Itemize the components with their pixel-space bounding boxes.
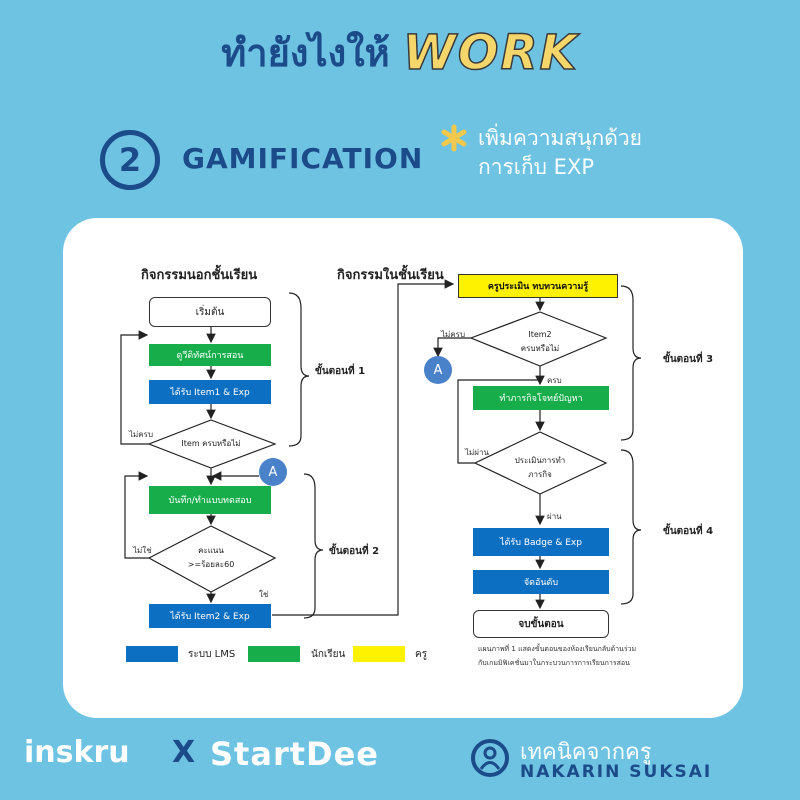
connector-a-right: A (424, 356, 452, 384)
page-title-accent: WORK (402, 24, 579, 82)
times-sign: X (172, 735, 196, 770)
ranking-node: จัดอันดับ (473, 570, 609, 594)
flowchart-connectors (120, 279, 642, 619)
legend-teacher-label: ครู (415, 649, 428, 660)
legend-lms-swatch (126, 646, 178, 662)
section-number-badge: 2 (100, 130, 160, 190)
asterisk-icon (441, 124, 467, 152)
left-heading: กิจกรรมนอกชั้นเรียน (141, 268, 258, 283)
get-badge-node: ได้รับ Badge & Exp (473, 528, 609, 556)
legend-lms-label: ระบบ LMS (188, 649, 236, 660)
fail-label-4: ไม่ผ่าน (465, 448, 489, 457)
not-complete-label-3: ไม่ครบ (441, 330, 466, 339)
legend-student-label: นักเรียน (311, 649, 346, 660)
creator-logo-icon (471, 739, 509, 777)
step1-label: ขั้นตอนที่ 1 (315, 366, 366, 377)
decision3-diamond (469, 311, 608, 367)
watch-video-node: ดูวีดิทัศน์การสอน (149, 344, 271, 366)
start-node: เริ่มต้น (149, 297, 271, 327)
teacher-review-node: ครูประเมิน ทบทวนความรู้ (458, 274, 618, 298)
inskru-logo: inskru (24, 735, 130, 770)
section-subtitle: เพิ่มความสนุกด้วย การเก็บ EXP (478, 126, 642, 179)
step2-label: ขั้นตอนที่ 2 (329, 546, 380, 557)
diagram-caption: แผนภาพที่ 1 แสดงขั้นตอนของห้องเรียนกลับด… (478, 645, 637, 667)
decision1-diamond (147, 419, 277, 469)
startdee-logo: StartDee (210, 735, 379, 773)
decision3-label: Item2 ครบหรือไม่ (520, 330, 560, 353)
yes-label-2: ใช่ (259, 590, 269, 599)
right-heading: กิจกรรมในชั้นเรียน (337, 268, 444, 283)
page-header: ทำยังไงให้ WORK (0, 22, 800, 83)
not-complete-label-1: ไม่ครบ (129, 430, 154, 439)
decision4-label: ประเมินการทำ ภารกิจ (514, 456, 566, 479)
page-title: ทำยังไงให้ (221, 31, 390, 75)
record-test-node: บันทึก/ทำแบบทดสอบ (149, 486, 271, 514)
decision1-label: Item ครบหรือไม่ (181, 439, 241, 448)
connector-a-left: A (259, 458, 287, 486)
end-node: จบขั้นตอน (473, 610, 609, 638)
complete-label-3: ครบ (547, 376, 562, 385)
legend-student-swatch (248, 646, 300, 662)
decision2-label: คะแนน >=ร้อยละ60 (187, 546, 235, 569)
pass-label-4: ผ่าน (547, 512, 562, 521)
creator-title: เทคนิคจากครู (520, 740, 652, 765)
step3-label: ขั้นตอนที่ 3 (663, 354, 714, 365)
no-label-2: ไม่ใช่ (133, 546, 152, 555)
legend-teacher-swatch (353, 646, 405, 662)
problem-task-node: ทำภารกิจโจทย์ปัญหา (473, 386, 609, 410)
creator-name: NAKARIN SUKSAI (520, 762, 713, 782)
get-item2-node: ได้รับ Item2 & Exp (149, 604, 271, 628)
get-item1-node: ได้รับ Item1 & Exp (149, 380, 271, 404)
step4-label: ขั้นตอนที่ 4 (663, 526, 714, 537)
section-title: GAMIFICATION (182, 142, 424, 175)
decision2-diamond (147, 525, 277, 593)
flowchart-card: กิจกรรมนอกชั้นเรียน เริ่มต้น ดูวีดิทัศน์… (63, 218, 743, 718)
decision4-diamond (473, 431, 608, 495)
